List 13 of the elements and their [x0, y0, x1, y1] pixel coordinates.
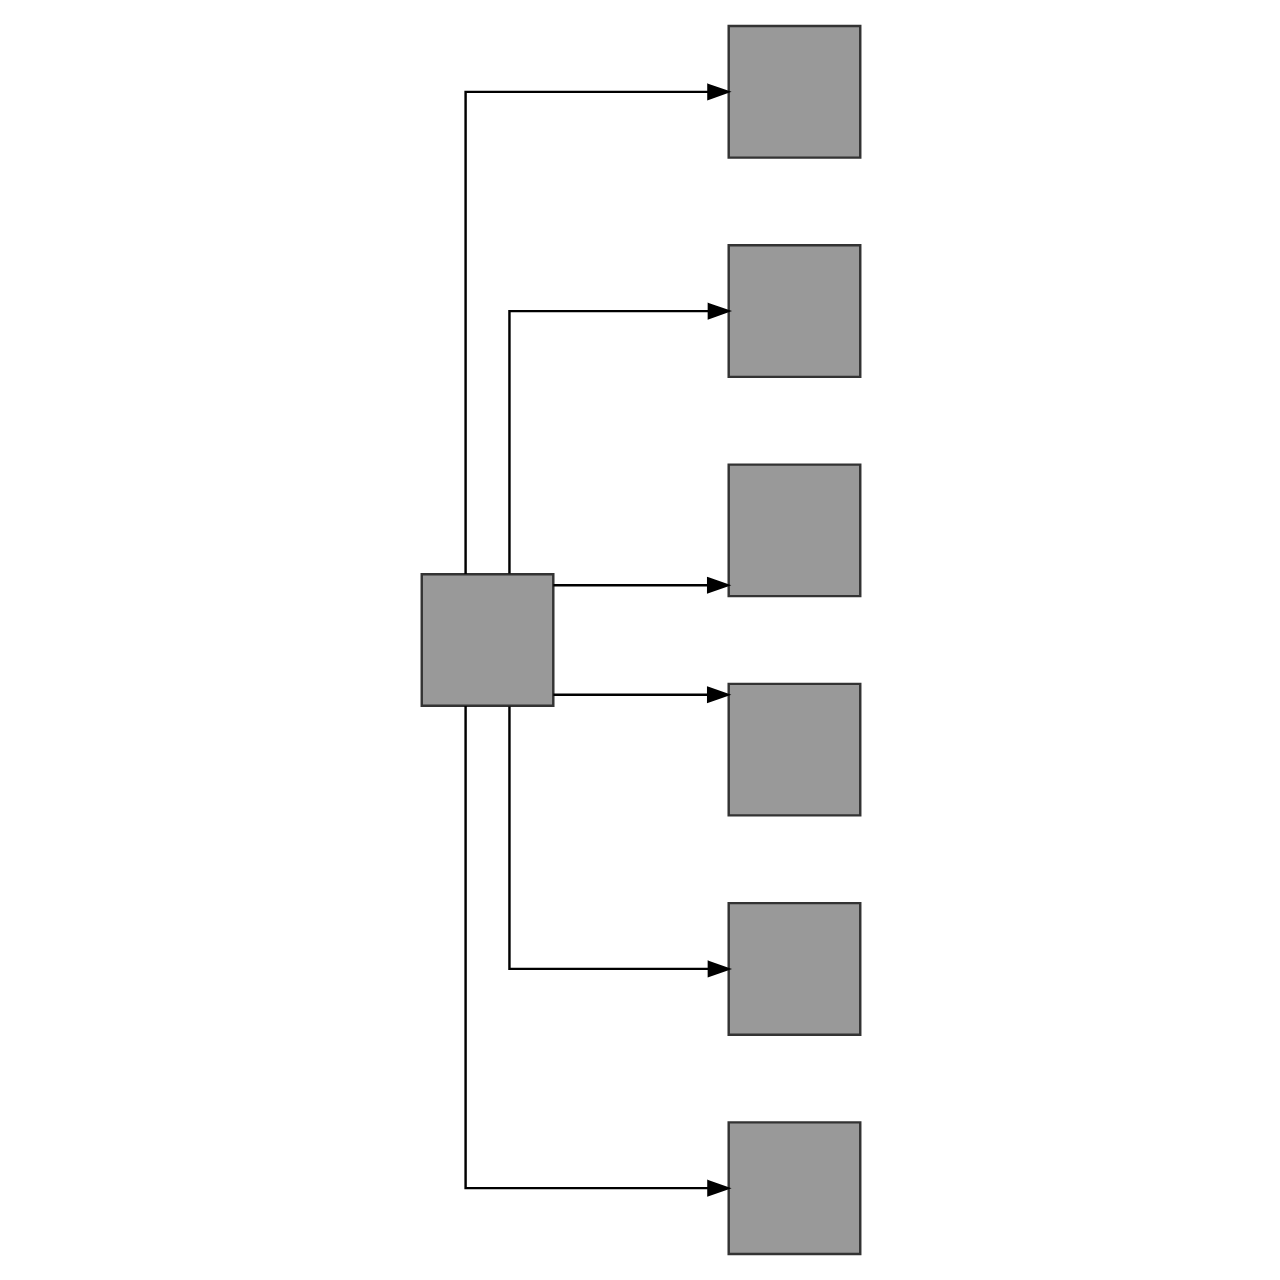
node-box	[726, 244, 861, 379]
arrow	[463, 706, 731, 1197]
arrow	[507, 302, 732, 574]
node-box	[726, 463, 861, 598]
arrow	[507, 706, 732, 978]
arrow	[552, 686, 731, 704]
node-box	[726, 901, 861, 1036]
node-box	[419, 573, 554, 707]
node-box	[726, 24, 861, 159]
node-box	[726, 682, 861, 817]
node-box	[726, 1121, 861, 1256]
arrow	[552, 576, 731, 594]
arrow	[463, 83, 731, 574]
